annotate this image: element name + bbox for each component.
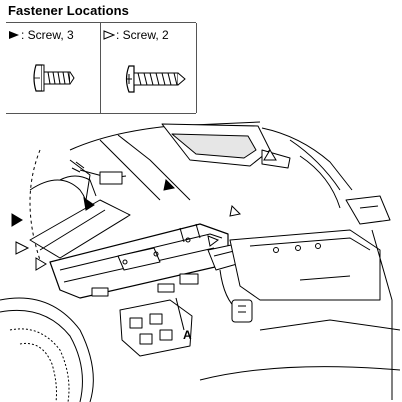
screw-long-icon bbox=[125, 65, 186, 93]
filled-screw-marker bbox=[11, 213, 23, 227]
filled-screw-marker bbox=[163, 178, 176, 191]
outline-screw-marker bbox=[35, 257, 47, 271]
outline-screw-marker bbox=[229, 204, 242, 217]
outline-screw-marker bbox=[15, 241, 30, 255]
screw-short-icon bbox=[33, 64, 75, 92]
legend-outline-screw: : Screw, 2 bbox=[101, 23, 197, 113]
outline-triangle-icon bbox=[103, 30, 115, 40]
filled-screw-marker bbox=[83, 196, 95, 211]
fastener-legend: : Screw, 3 : Screw, 2 bbox=[6, 22, 197, 114]
diagram-title: Fastener Locations bbox=[8, 3, 129, 18]
outline-screw-marker bbox=[207, 235, 220, 247]
outline-screw-marker bbox=[263, 149, 277, 161]
callout-a-label: A bbox=[183, 328, 192, 342]
dashboard-assembly-drawing bbox=[0, 121, 401, 402]
legend-outline-label: : Screw, 2 bbox=[116, 28, 169, 42]
filled-triangle-icon bbox=[9, 31, 19, 39]
legend-filled-label: : Screw, 3 bbox=[21, 28, 74, 42]
legend-filled-screw: : Screw, 3 bbox=[6, 23, 101, 113]
